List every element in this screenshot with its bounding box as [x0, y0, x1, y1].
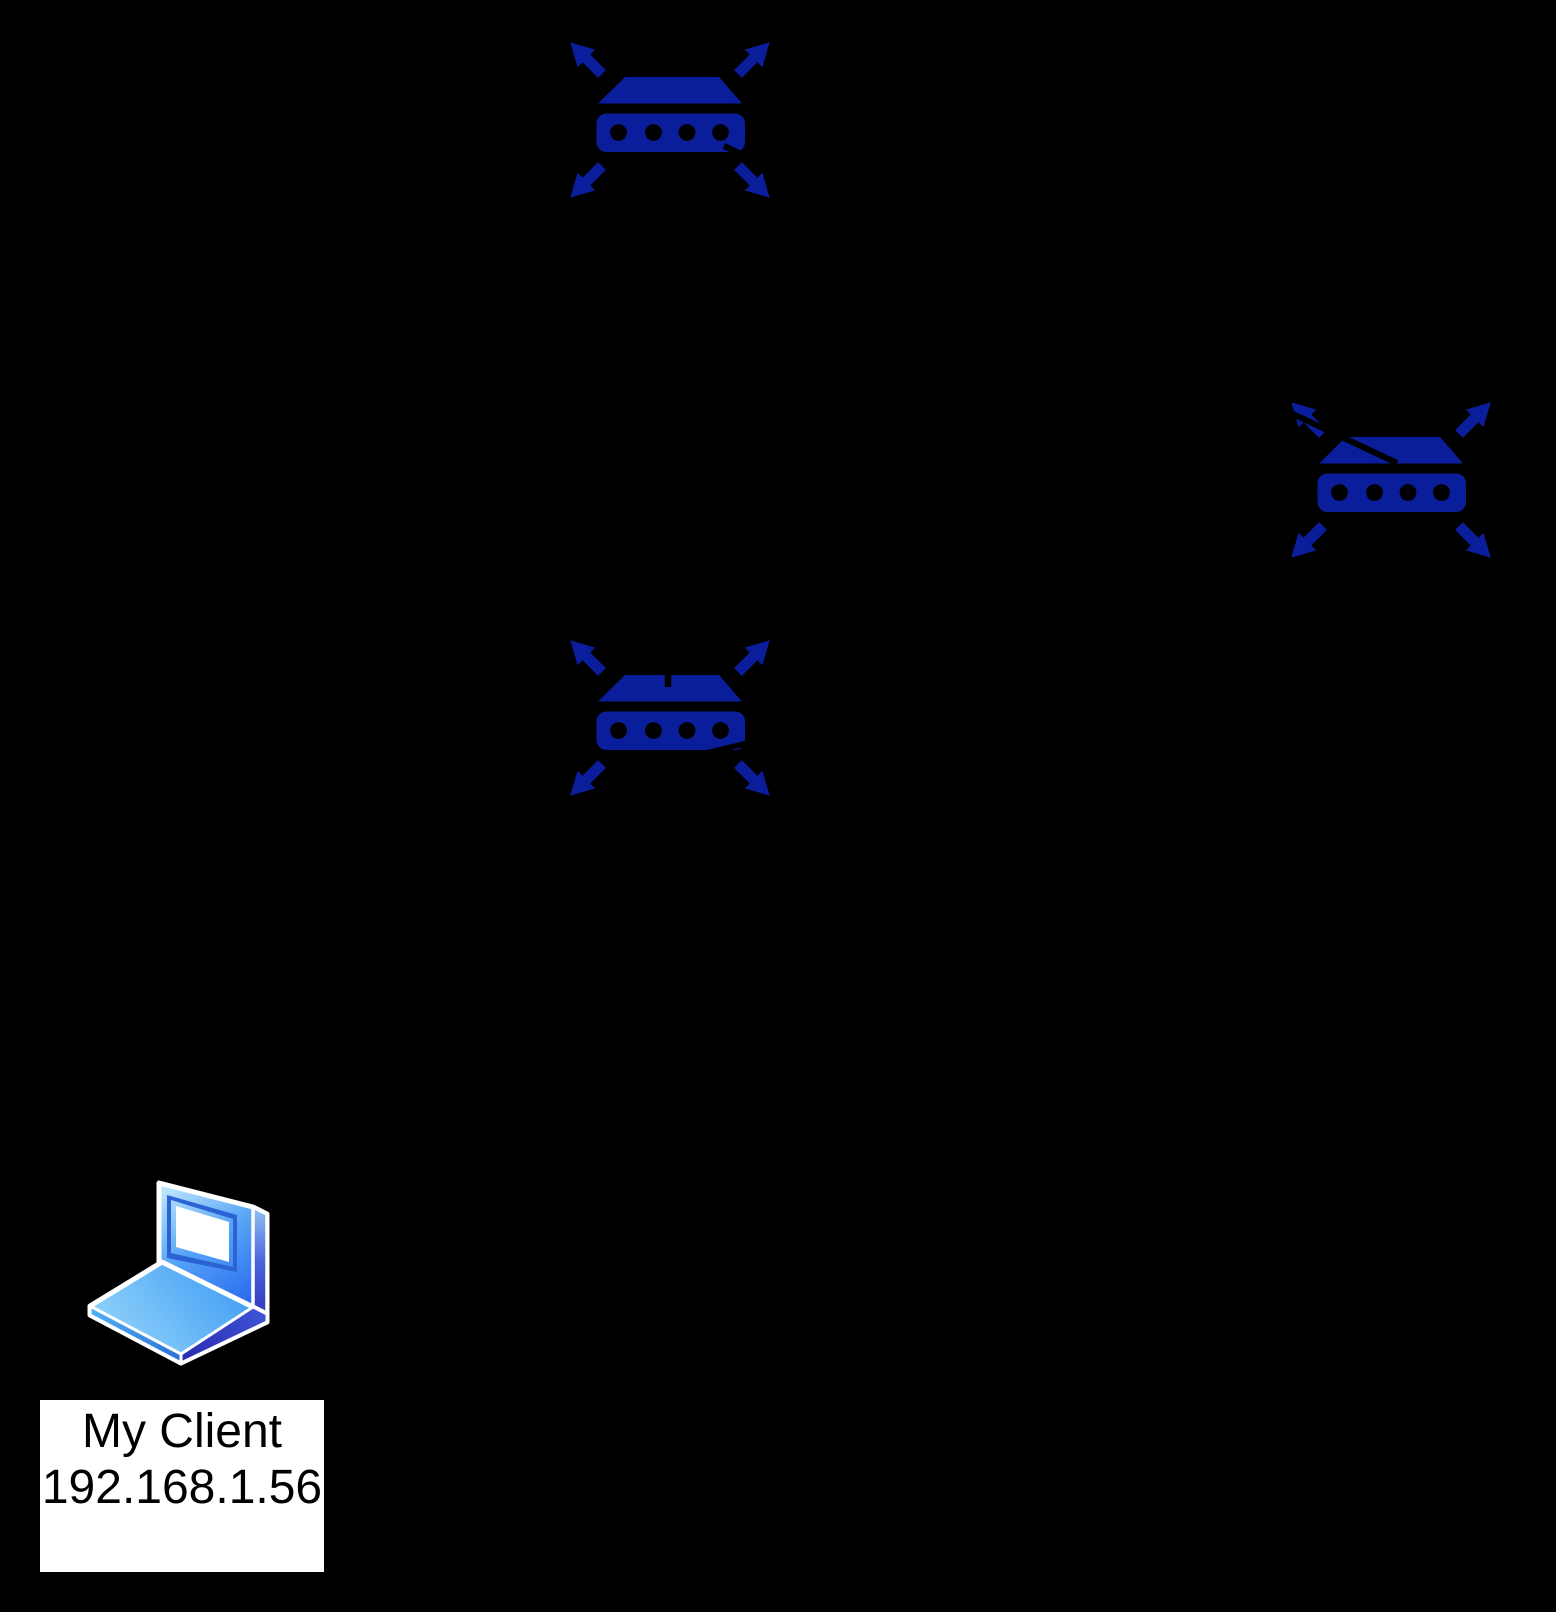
client-label: My Client 192.168.1.56: [40, 1400, 324, 1572]
laptop-icon: [87, 1180, 270, 1366]
network-line-top-to-right: [722, 143, 1399, 466]
network-line-middle-outgoing: [663, 701, 913, 766]
laptop-deck-edge-right: [179, 1305, 269, 1365]
laptop-screen-edge: [251, 1205, 269, 1316]
client-ip-address: 192.168.1.56: [41, 1461, 323, 1514]
client-name: My Client: [81, 1405, 283, 1458]
laptop-display: [176, 1206, 229, 1262]
